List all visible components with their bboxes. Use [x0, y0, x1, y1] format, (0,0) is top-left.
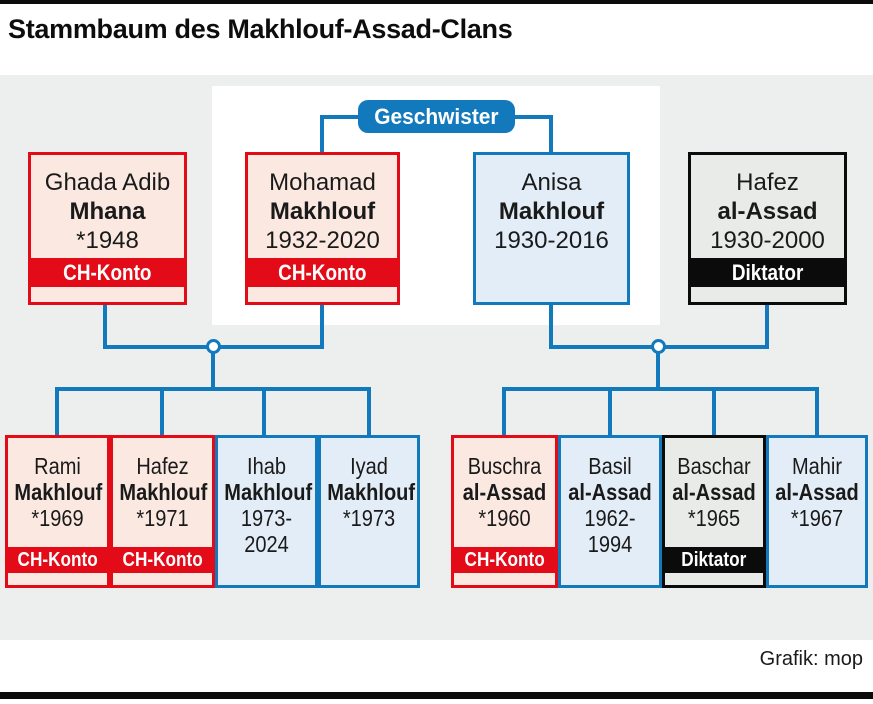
person-card-anisa-makhlouf: Anisa Makhlouf 1930-2016	[473, 152, 630, 305]
person-card-rami-makhlouf: Rami Makhlouf *1969 CH-Konto	[5, 435, 110, 588]
connector-line	[211, 347, 215, 389]
swiss-account-badge: CH-Konto	[113, 547, 212, 573]
person-name: Rami Makhlouf *1969	[14, 453, 103, 531]
connector-line	[549, 115, 553, 155]
connector-line	[262, 387, 266, 435]
union-node	[651, 339, 666, 354]
person-card-ghada-mhana: Ghada Adib Mhana *1948 CH-Konto	[28, 152, 187, 305]
bottom-rule	[0, 692, 873, 699]
person-name: Mohamad Makhlouf 1932-2020	[265, 169, 380, 254]
person-name: Basil al-Assad 1962-1994	[568, 453, 652, 557]
connector-line	[608, 387, 612, 435]
siblings-badge-label: Geschwister	[374, 103, 499, 129]
page-title: Stammbaum des Makhlouf-Assad-Clans	[8, 14, 513, 44]
connector-line	[765, 305, 769, 349]
connector-line	[502, 387, 506, 435]
dictator-badge: Diktator	[691, 258, 844, 287]
person-name: Ghada Adib Mhana *1948	[44, 169, 171, 254]
union-node	[206, 339, 221, 354]
connector-line	[511, 115, 553, 119]
connector-line	[320, 115, 362, 119]
dictator-badge: Diktator	[665, 547, 763, 573]
person-card-hafez-makhlouf: Hafez Makhlouf *1971 CH-Konto	[110, 435, 215, 588]
connector-line	[55, 387, 371, 391]
person-card-buschra-al-assad: Buschra al-Assad *1960 CH-Konto	[451, 435, 558, 588]
person-card-ihab-makhlouf: Ihab Makhlouf 1973-2024	[215, 435, 318, 588]
person-name: Hafez Makhlouf *1971	[119, 453, 208, 531]
connector-line	[320, 305, 324, 349]
connector-line	[367, 387, 371, 435]
person-name: Hafez al-Assad 1930-2000	[710, 169, 825, 254]
connector-line	[55, 387, 59, 435]
swiss-account-badge: CH-Konto	[31, 258, 184, 287]
person-name: Anisa Makhlouf 1930-2016	[494, 169, 609, 254]
connector-line	[712, 387, 716, 435]
person-name: Mahir al-Assad *1967	[775, 453, 859, 531]
person-name: Baschar al-Assad *1965	[672, 453, 756, 531]
swiss-account-badge: CH-Konto	[8, 547, 107, 573]
connector-line	[656, 347, 660, 389]
person-name: Ihab Makhlouf 1973-2024	[224, 453, 313, 557]
person-card-basil-al-assad: Basil al-Assad 1962-1994	[558, 435, 662, 588]
swiss-account-badge: CH-Konto	[454, 547, 555, 573]
credit-text: Grafik: mop	[759, 648, 863, 670]
siblings-badge: Geschwister	[358, 100, 515, 133]
person-card-mohamad-makhlouf: Mohamad Makhlouf 1932-2020 CH-Konto	[245, 152, 400, 305]
connector-line	[103, 305, 107, 349]
person-card-mahir-al-assad: Mahir al-Assad *1967	[766, 435, 868, 588]
person-card-baschar-al-assad: Baschar al-Assad *1965 Diktator	[662, 435, 766, 588]
connector-line	[549, 305, 553, 349]
connector-line	[320, 115, 324, 155]
connector-line	[815, 387, 819, 435]
person-card-iyad-makhlouf: Iyad Makhlouf *1973	[318, 435, 420, 588]
swiss-account-badge: CH-Konto	[248, 258, 397, 287]
top-rule	[0, 0, 873, 4]
connector-line	[502, 387, 819, 391]
person-name: Iyad Makhlouf *1973	[327, 453, 416, 531]
connector-line	[160, 387, 164, 435]
person-card-hafez-al-assad: Hafez al-Assad 1930-2000 Diktator	[688, 152, 847, 305]
person-name: Buschra al-Assad *1960	[462, 453, 547, 531]
